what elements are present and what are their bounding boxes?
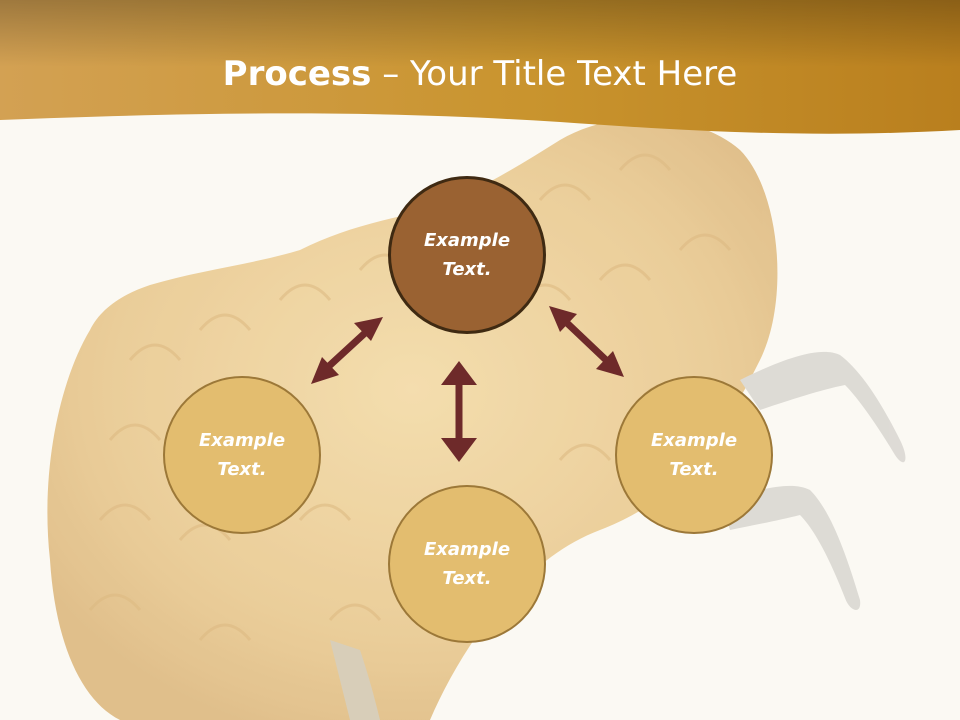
title-rest: Your Title Text Here — [410, 54, 738, 94]
title-bold: Process — [222, 54, 372, 94]
process-node-top-label: Example Text. — [423, 230, 511, 280]
arrow-top-left — [311, 317, 383, 384]
process-node-top[interactable]: Example Text. — [388, 176, 546, 334]
title-dash: – — [371, 54, 411, 94]
page-title: Process – Your Title Text Here — [0, 52, 960, 96]
header-band — [0, 0, 960, 134]
arrow-top-right — [549, 306, 624, 377]
process-node-right[interactable]: Example Text. — [615, 376, 773, 534]
process-node-bottom-label: Example Text. — [423, 539, 511, 589]
process-node-bottom[interactable]: Example Text. — [388, 485, 546, 643]
arrow-vertical — [441, 361, 477, 462]
process-node-right-label: Example Text. — [650, 430, 738, 480]
process-node-left-label: Example Text. — [198, 430, 286, 480]
process-node-left[interactable]: Example Text. — [163, 376, 321, 534]
